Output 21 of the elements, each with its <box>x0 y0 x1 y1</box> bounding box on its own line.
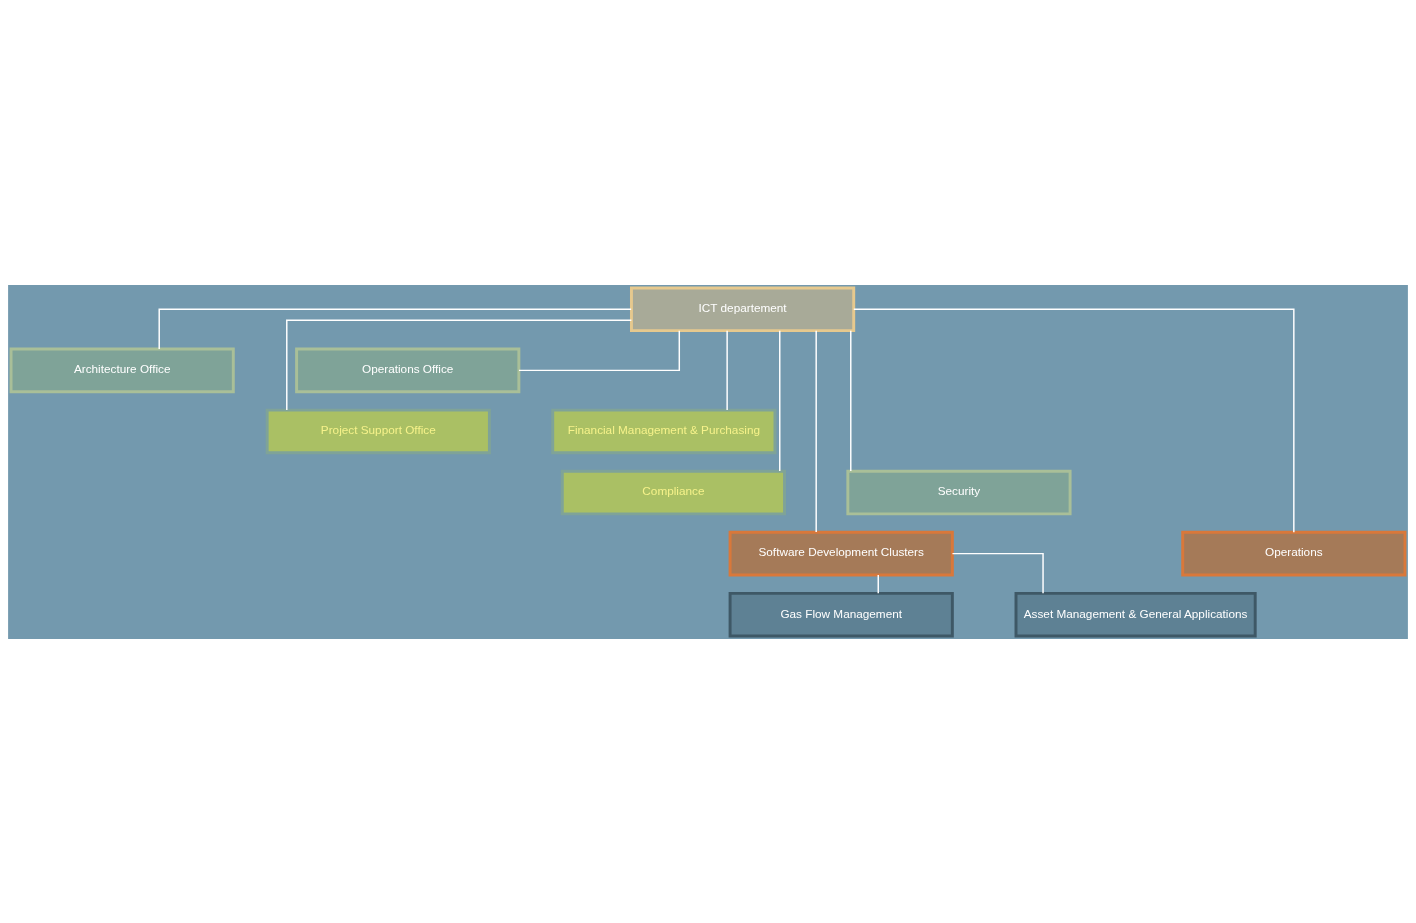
connector <box>877 573 879 594</box>
connector <box>158 308 632 350</box>
node-box: Project Support Office <box>265 408 491 454</box>
node-box: Architecture Office <box>9 347 235 393</box>
connector <box>779 329 781 472</box>
connector <box>951 552 1044 594</box>
connector <box>286 319 633 411</box>
node-box: Compliance <box>560 469 786 515</box>
connector <box>850 329 852 472</box>
node-box: Asset Management & General Applications <box>1014 591 1257 638</box>
connector <box>815 329 817 533</box>
node-box: Operations Office <box>295 347 521 393</box>
connector <box>726 329 728 411</box>
node-box: Financial Management & Purchasing <box>551 408 777 454</box>
connector <box>518 329 681 371</box>
node-box: Gas Flow Management <box>728 591 954 638</box>
connector <box>853 308 1295 533</box>
node-box: Operations <box>1181 530 1407 576</box>
node-box: ICT departement <box>630 285 856 332</box>
node-box: Security <box>846 469 1072 515</box>
node-box: Software Development Clusters <box>728 530 954 576</box>
